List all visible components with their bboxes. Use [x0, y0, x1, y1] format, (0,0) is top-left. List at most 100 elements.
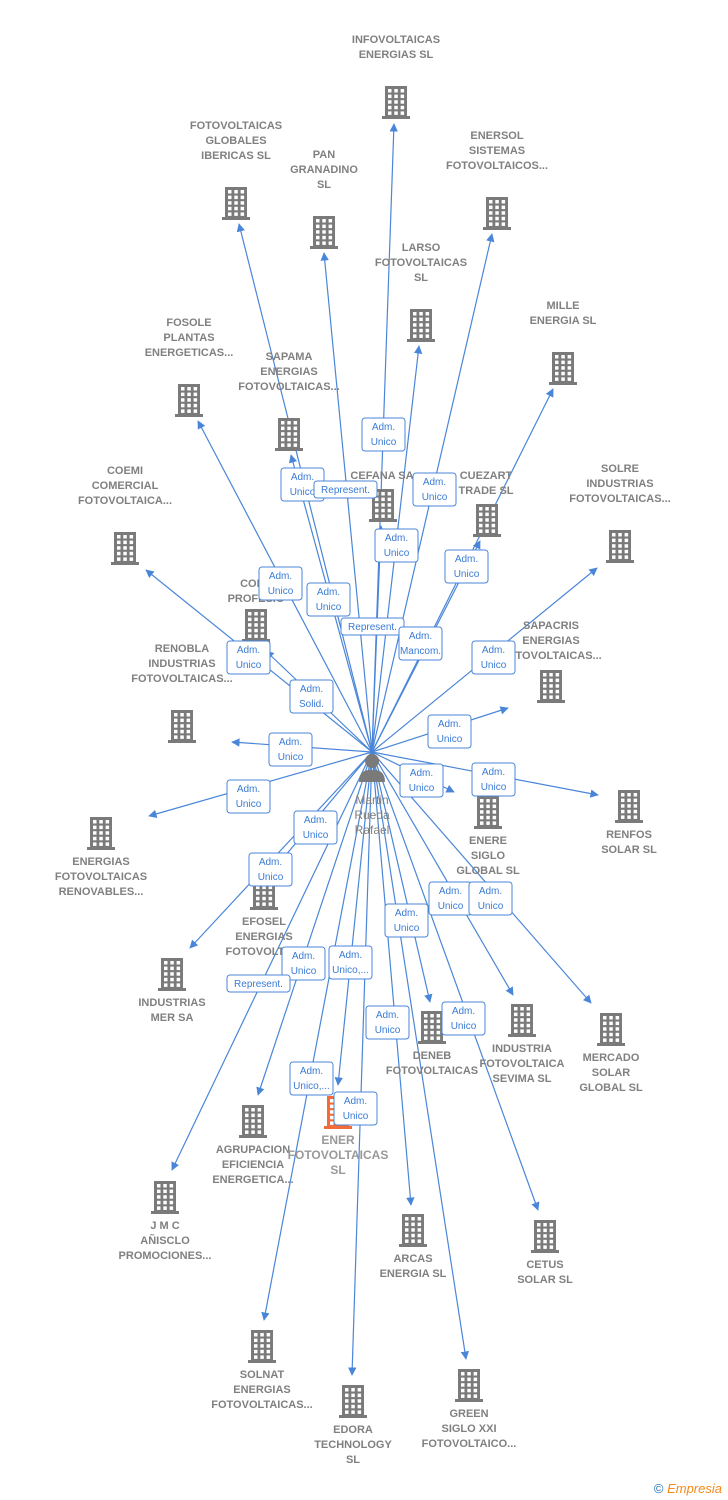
company-label-fotovoltaicas-globales[interactable]: FOTOVOLTAICAS — [190, 120, 282, 132]
company-label-mille[interactable]: MILLE — [547, 300, 580, 312]
relation-badge[interactable]: Adm.Unico — [471, 640, 516, 675]
building-icon[interactable] — [111, 532, 139, 565]
company-label-enere[interactable]: GLOBAL SL — [456, 865, 520, 877]
company-label-energias-fotovoltaicas[interactable]: ENERGIAS — [72, 856, 129, 868]
company-label-larso[interactable]: FOTOVOLTAICAS — [375, 257, 467, 269]
company-label-green-siglo[interactable]: SIGLO XXI — [441, 1423, 496, 1435]
building-icon[interactable] — [399, 1214, 427, 1247]
building-icon[interactable] — [508, 1004, 536, 1037]
relation-badge[interactable]: Adm.Unico — [226, 640, 271, 675]
relation-badge[interactable]: Adm.Unico — [280, 467, 325, 502]
company-label-industria-fotovoltaica[interactable]: FOTOVOLTAICA — [480, 1058, 565, 1070]
relation-badge[interactable]: Adm.Unico — [258, 566, 303, 601]
company-label-agrupacion[interactable]: AGRUPACION — [216, 1144, 290, 1156]
company-label-energias-fotovoltaicas[interactable]: RENOVABLES... — [59, 886, 144, 898]
company-label-renfos[interactable]: RENFOS — [606, 829, 652, 841]
company-label-arcas[interactable]: ENERGIA SL — [380, 1268, 447, 1280]
company-label-larso[interactable]: LARSO — [402, 242, 441, 254]
company-label-coemi[interactable]: FOTOVOLTAICA... — [78, 495, 172, 507]
company-label-arcas[interactable]: ARCAS — [393, 1253, 432, 1265]
building-icon[interactable] — [474, 796, 502, 829]
relation-badge[interactable]: Represent. — [226, 974, 291, 993]
company-label-pan-granadino[interactable]: GRANADINO — [290, 164, 358, 176]
company-label-cuezart[interactable]: TRADE SL — [459, 485, 514, 497]
company-label-fotovoltaicas-globales[interactable]: GLOBALES — [205, 135, 266, 147]
building-icon[interactable] — [158, 958, 186, 991]
building-icon[interactable] — [87, 817, 115, 850]
company-label-sapacris[interactable]: SAPACRIS — [523, 620, 579, 632]
relation-badge[interactable]: Represent. — [313, 480, 378, 499]
company-label-cetus[interactable]: CETUS — [526, 1259, 563, 1271]
relation-badge[interactable]: Adm.Unico — [399, 763, 444, 798]
company-label-edora[interactable]: SL — [346, 1454, 360, 1466]
company-label-fotovoltaicas-globales[interactable]: IBERICAS SL — [201, 150, 271, 162]
company-label-green-siglo[interactable]: GREEN — [449, 1408, 488, 1420]
company-label-edora[interactable]: TECHNOLOGY — [314, 1439, 392, 1451]
company-label-solnat[interactable]: FOTOVOLTAICAS... — [211, 1399, 312, 1411]
relation-badge[interactable]: Adm.Unico — [333, 1091, 378, 1126]
building-icon[interactable] — [248, 1330, 276, 1363]
building-icon[interactable] — [275, 418, 303, 451]
company-label-energias-fotovoltaicas[interactable]: FOTOVOLTAICAS — [55, 871, 147, 883]
company-label-enersol[interactable]: FOTOVOLTAICOS... — [446, 160, 548, 172]
company-label-solre[interactable]: SOLRE — [601, 463, 639, 475]
company-label-enersol[interactable]: SISTEMAS — [469, 145, 525, 157]
relation-badge[interactable]: Represent. — [340, 617, 405, 636]
company-label-fosole[interactable]: FOSOLE — [166, 317, 211, 329]
company-label-deneb[interactable]: DENEB — [413, 1050, 452, 1062]
relation-badge[interactable]: Adm.Unico — [293, 810, 338, 845]
relation-badge[interactable]: Adm.Unico — [441, 1001, 486, 1036]
relation-badge[interactable]: Adm.Solid. — [289, 679, 334, 714]
building-icon[interactable] — [222, 187, 250, 220]
company-label-fosole[interactable]: ENERGETICAS... — [145, 347, 234, 359]
company-label-ener-fotovoltaicas[interactable]: FOTOVOLTAICAS — [288, 1148, 389, 1162]
company-label-mercado-solar[interactable]: SOLAR — [592, 1067, 631, 1079]
relation-badge[interactable]: Adm.Unico — [226, 779, 271, 814]
company-label-sapacris[interactable]: FOTOVOLTAICAS... — [500, 650, 601, 662]
company-label-jmc[interactable]: AÑISCLO — [140, 1234, 190, 1247]
building-icon[interactable] — [242, 609, 270, 642]
relation-badge[interactable]: Adm.Unico — [412, 472, 457, 507]
company-label-infovoltaicas[interactable]: ENERGIAS SL — [359, 49, 434, 61]
building-icon[interactable] — [606, 530, 634, 563]
company-label-solnat[interactable]: ENERGIAS — [233, 1384, 290, 1396]
company-label-infovoltaicas[interactable]: INFOVOLTAICAS — [352, 34, 440, 46]
company-label-agrupacion[interactable]: ENERGETICA... — [212, 1174, 293, 1186]
company-label-industria-fotovoltaica[interactable]: INDUSTRIA — [492, 1043, 552, 1055]
building-icon[interactable] — [418, 1011, 446, 1044]
company-label-pan-granadino[interactable]: PAN — [313, 149, 335, 161]
building-icon[interactable] — [239, 1105, 267, 1138]
company-label-larso[interactable]: SL — [414, 272, 428, 284]
company-label-sapacris[interactable]: ENERGIAS — [522, 635, 579, 647]
company-label-enere[interactable]: SIGLO — [471, 850, 506, 862]
building-icon[interactable] — [382, 86, 410, 119]
relation-badge[interactable]: Adm.Unico — [281, 946, 326, 981]
company-label-renobla[interactable]: RENOBLA — [155, 643, 209, 655]
company-label-green-siglo[interactable]: FOTOVOLTAICO... — [422, 1438, 517, 1450]
relation-badge[interactable]: Adm.Unico — [468, 881, 513, 916]
company-label-coemi[interactable]: COEMI — [107, 465, 143, 477]
relation-badge[interactable]: Adm.Unico — [361, 417, 406, 452]
building-icon[interactable] — [168, 710, 196, 743]
company-label-renobla[interactable]: INDUSTRIAS — [148, 658, 215, 670]
relation-badge[interactable]: Adm.Unico — [248, 852, 293, 887]
company-label-sapama[interactable]: FOTOVOLTAICAS... — [238, 381, 339, 393]
building-icon[interactable] — [369, 489, 397, 522]
building-icon[interactable] — [455, 1369, 483, 1402]
relation-badge[interactable]: Adm.Unico — [384, 903, 429, 938]
company-label-solnat[interactable]: SOLNAT — [240, 1369, 285, 1381]
building-icon[interactable] — [615, 790, 643, 823]
building-icon[interactable] — [473, 504, 501, 537]
company-label-industria-fotovoltaica[interactable]: SEVIMA SL — [493, 1073, 552, 1085]
company-label-sapama[interactable]: SAPAMA — [266, 351, 313, 363]
company-label-sapama[interactable]: ENERGIAS — [260, 366, 317, 378]
building-icon[interactable] — [175, 384, 203, 417]
relation-badge[interactable]: Adm.Unico — [268, 732, 313, 767]
building-icon[interactable] — [310, 216, 338, 249]
company-label-pan-granadino[interactable]: SL — [317, 179, 331, 191]
relation-badge[interactable]: Adm.Unico,... — [289, 1061, 334, 1096]
company-label-mercado-solar[interactable]: GLOBAL SL — [579, 1082, 643, 1094]
person-name[interactable]: Rafael — [355, 823, 390, 837]
person-name[interactable]: Martin — [355, 793, 388, 807]
relation-badge[interactable]: Adm.Unico — [471, 762, 516, 797]
